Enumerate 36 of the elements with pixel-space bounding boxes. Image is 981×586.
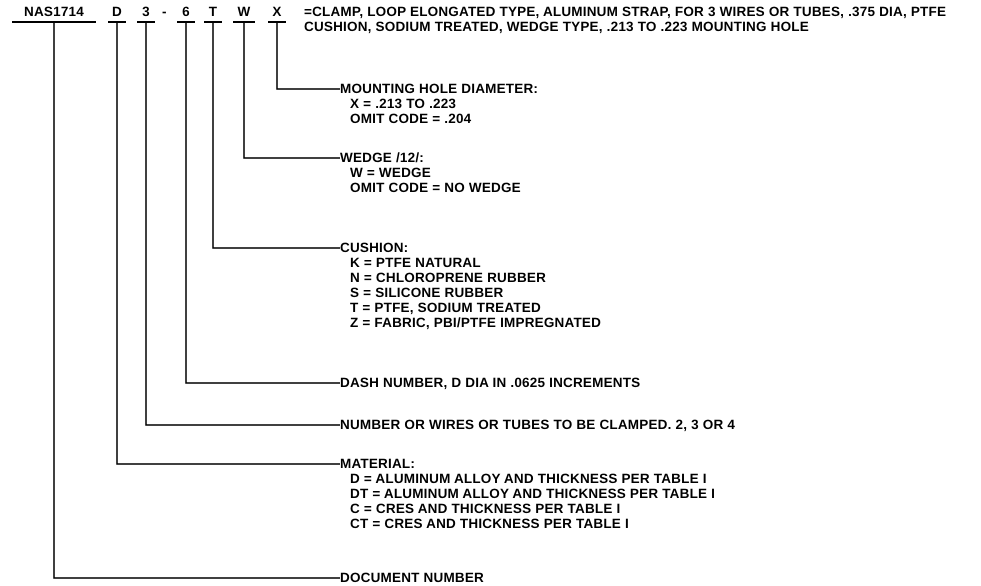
leader-line bbox=[185, 23, 340, 384]
code-definition: K = PTFE NATURAL bbox=[349, 255, 482, 270]
code-segment: D bbox=[108, 4, 126, 23]
code-definition: Z = FABRIC, PBI/PTFE IMPREGNATED bbox=[349, 315, 602, 330]
callout-heading: WEDGE /12/: bbox=[340, 150, 425, 165]
code-definition: OMIT CODE = .204 bbox=[349, 111, 472, 126]
code-definition: OMIT CODE = NO WEDGE bbox=[349, 180, 521, 195]
code-definition: CT = CRES AND THICKNESS PER TABLE I bbox=[349, 516, 630, 531]
code-definition: X = .213 TO .223 bbox=[349, 96, 458, 111]
separator-dash: - bbox=[162, 4, 167, 19]
callout-heading: CUSHION: bbox=[340, 240, 410, 255]
code-segment: W bbox=[233, 4, 255, 23]
code-segment: NAS1714 bbox=[12, 4, 96, 23]
code-segment: 6 bbox=[177, 4, 195, 23]
code-segment: 3 bbox=[137, 4, 155, 23]
leader-line bbox=[212, 23, 340, 249]
leader-line bbox=[145, 23, 340, 426]
part-description: =CLAMP, LOOP ELONGATED TYPE, ALUMINUM STRAP, FOR 3 WIRES OR TUBES, .375 DIA, PTFE CUSHION, SODIUM TREATED, WEDGE TYPE, .213 TO .223 MOUNTING HOLE bbox=[304, 4, 948, 34]
code-definition: S = SILICONE RUBBER bbox=[349, 285, 504, 300]
code-definition: C = CRES AND THICKNESS PER TABLE I bbox=[349, 501, 622, 516]
leader-line bbox=[276, 23, 340, 90]
callout-heading: MATERIAL: bbox=[340, 456, 416, 471]
leader-line bbox=[116, 23, 340, 465]
code-definition: W = WEDGE bbox=[349, 165, 432, 180]
callout-heading: MOUNTING HOLE DIAMETER: bbox=[340, 81, 538, 96]
callout-text: DOCUMENT NUMBER bbox=[340, 570, 484, 585]
code-definition: N = CHLOROPRENE RUBBER bbox=[349, 270, 548, 285]
leader-line bbox=[243, 23, 340, 159]
code-definition: T = PTFE, SODIUM TREATED bbox=[349, 300, 542, 315]
code-segment: T bbox=[204, 4, 222, 23]
callout-text: NUMBER OR WIRES OR TUBES TO BE CLAMPED. 2, 3 OR 4 bbox=[340, 417, 736, 432]
code-segment: X bbox=[268, 4, 286, 23]
callout-text: DASH NUMBER, D DIA IN .0625 INCREMENTS bbox=[340, 375, 640, 390]
code-definition: DT = ALUMINUM ALLOY AND THICKNESS PER TABLE I bbox=[349, 486, 716, 501]
leader-line bbox=[53, 23, 340, 579]
code-definition: D = ALUMINUM ALLOY AND THICKNESS PER TABLE I bbox=[349, 471, 708, 486]
